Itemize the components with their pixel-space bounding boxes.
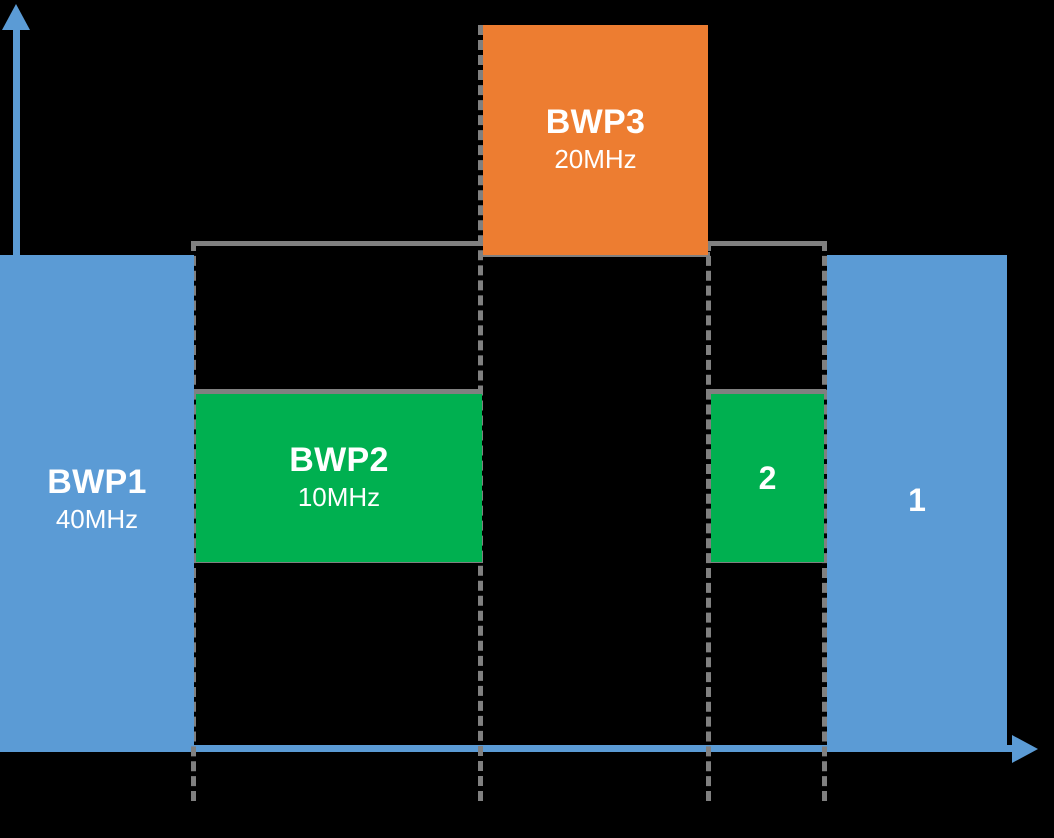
x-axis-line: [0, 745, 1020, 752]
block-num1-title: 1: [908, 482, 926, 518]
block-num2[interactable]: 2: [711, 394, 824, 562]
block-num2-title: 2: [758, 460, 777, 496]
block-bwp3-subtitle: 20MHz: [554, 144, 637, 175]
block-bwp1-title: BWP1: [47, 463, 147, 502]
block-bwp3-title: BWP3: [545, 103, 646, 142]
divider-num2-num1: [822, 241, 827, 801]
guide-bwp1-top: [191, 241, 483, 246]
block-bwp1-subtitle: 40MHz: [55, 504, 139, 535]
block-num1[interactable]: 1: [827, 255, 1007, 745]
x-axis-arrow-icon: [1012, 735, 1038, 763]
block-bwp2-title: BWP2: [289, 441, 389, 480]
block-bwp2-subtitle: 10MHz: [297, 482, 381, 513]
divider-bwp3-num2: [706, 241, 711, 801]
guide-num2-top: [706, 241, 826, 246]
guide-num2-topline: [706, 389, 826, 394]
block-bwp3[interactable]: BWP3 20MHz: [483, 25, 708, 255]
y-axis-arrow-icon: [2, 4, 30, 30]
block-bwp2[interactable]: BWP2 10MHz: [196, 394, 482, 562]
guide-bwp2-top: [191, 389, 483, 394]
block-bwp1[interactable]: BWP1 40MHz: [0, 255, 194, 745]
